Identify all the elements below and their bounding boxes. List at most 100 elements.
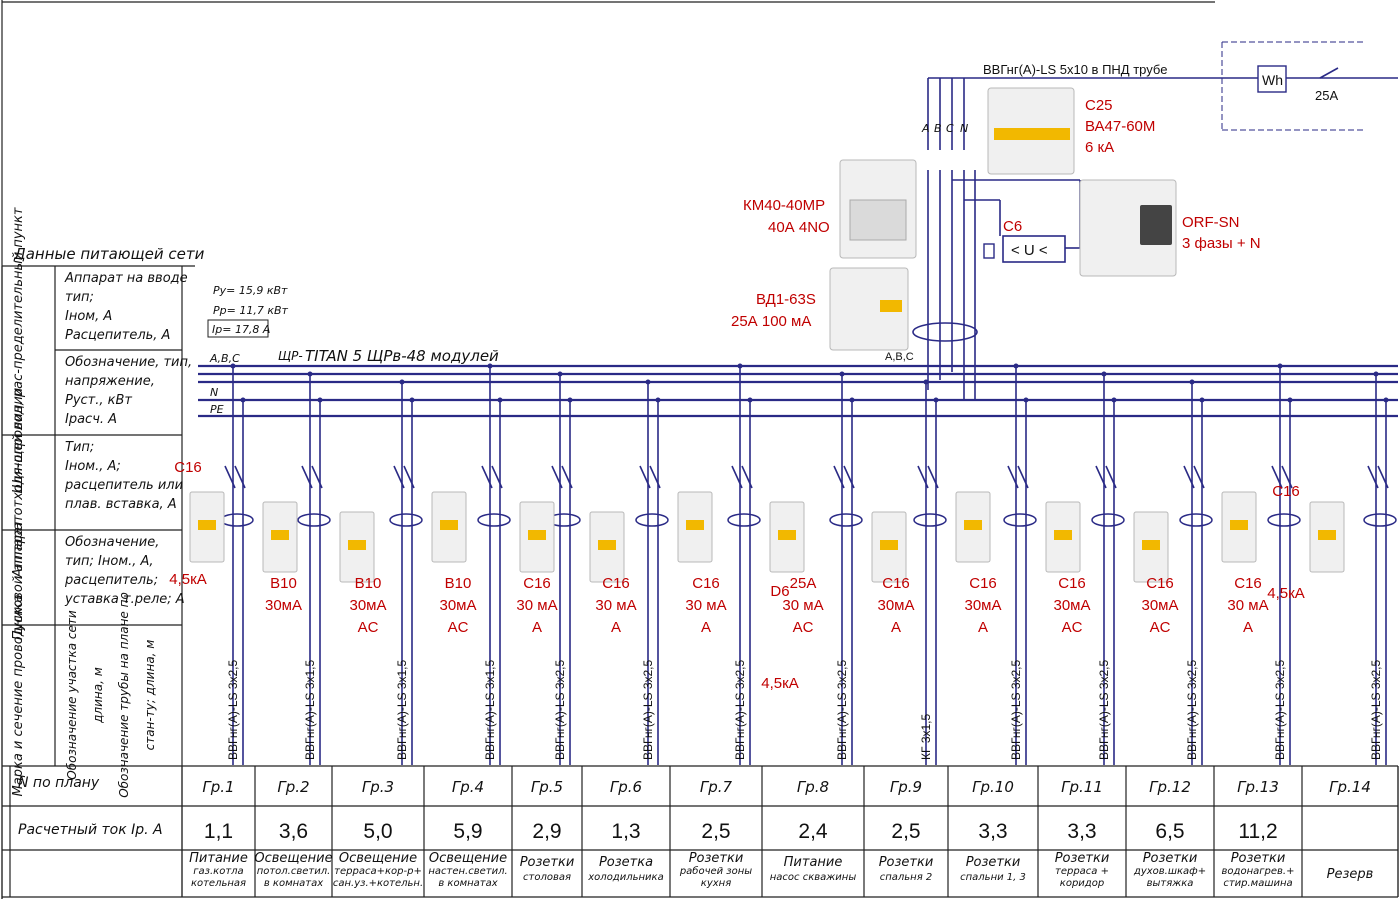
group-4-label-1: 30мА	[439, 597, 476, 614]
table-group-1: Гр.1	[202, 778, 234, 796]
table-current-6: 1,3	[611, 820, 640, 843]
group-3-label-0: B10	[355, 575, 382, 592]
bus-label-abc: А,В,С	[209, 352, 240, 365]
table-name-1-1: газ.котла	[193, 866, 243, 877]
phase-label-1: B	[934, 122, 942, 135]
left-vertical-4: Марка и сечение проводника	[11, 594, 26, 796]
phase-label-3: N	[960, 122, 968, 135]
rcd-l2: 25А 100 мА	[731, 313, 811, 330]
group-10-label-0: C16	[969, 575, 997, 592]
left-section-2-line-1: Iном., А;	[65, 459, 121, 474]
group-4-cable: ВВГнг(A)-LS 3х1,5	[483, 659, 497, 760]
table-group-7: Гр.7	[700, 778, 733, 796]
busbars: А,В,С N PE	[198, 352, 1398, 418]
main-breaker-l3: 6 кА	[1085, 139, 1114, 156]
phase-label-2: C	[946, 122, 954, 135]
table-name-12-1: духов.шкаф+	[1133, 866, 1206, 877]
main-breaker-l2: ВА47-60М	[1085, 118, 1155, 135]
table-current-11: 3,3	[1067, 820, 1096, 843]
table-name-13-2: стир.машина	[1223, 878, 1292, 889]
left-section-3-line-2: расцепитель;	[64, 573, 158, 588]
group-8-label-2: AC	[793, 619, 814, 636]
table-current-1: 1,1	[204, 820, 233, 843]
table-name-11-2: коридор	[1060, 878, 1104, 889]
group-10-cable: ВВГнг(A)-LS 3х2,5	[1009, 659, 1023, 760]
group-11-label-1: 30мА	[1053, 597, 1090, 614]
group-5-label-2: A	[532, 619, 542, 636]
table-name-4-0: Освещение	[429, 851, 507, 866]
table-name-1-2: котельная	[191, 878, 246, 889]
table-name-7-0: Розетки	[689, 851, 744, 866]
left-section-1-line-3: Iрасч. А	[65, 412, 117, 427]
bus-label-pe: PE	[210, 403, 224, 416]
group-6-cable: ВВГнг(A)-LS 3х2,5	[641, 659, 655, 760]
table-name-11-1: терраса +	[1055, 866, 1109, 877]
table-group-13: Гр.13	[1237, 778, 1279, 796]
group-9-cable: КГ 3х1,5	[919, 713, 933, 760]
table-row1-label: N по плану	[18, 775, 100, 791]
table-name-11-0: Розетки	[1055, 851, 1110, 866]
left-section-0-line-2: Iном, А	[65, 309, 112, 324]
table-name-9-0: Розетки	[879, 855, 934, 870]
left-section-2-line-0: Тип;	[65, 440, 94, 455]
table-name-8-0: Питание	[784, 855, 843, 870]
group-10-label-1: 30мА	[964, 597, 1001, 614]
input-section: ВВГнг(A)-LS 5х10 в ПНД трубе Wh 25А	[928, 41, 1398, 131]
table-current-4: 5,9	[453, 820, 482, 843]
main-breaker-image	[987, 87, 1075, 175]
group-8-cable: ВВГнг(A)-LS 3х2,5	[835, 659, 849, 760]
table-name-2-1: потол.светил.	[257, 866, 331, 877]
group-9-label-0: C16	[882, 575, 910, 592]
group-7-label-1: 30 мА	[685, 597, 726, 614]
group-4-label-2: AC	[448, 619, 469, 636]
table-name-12-0: Розетки	[1143, 851, 1198, 866]
table-name-5-1: столовая	[523, 872, 571, 883]
table-group-9: Гр.9	[890, 778, 922, 796]
table-name-2-0: Освещение	[254, 851, 332, 866]
table-group-10: Гр.10	[972, 778, 1014, 796]
table-group-12: Гр.12	[1149, 778, 1191, 796]
table-group-2: Гр.2	[277, 778, 309, 796]
group-3-cable: ВВГнг(A)-LS 3х1,5	[395, 659, 409, 760]
table-name-5-0: Розетки	[520, 855, 575, 870]
power-pp: Рр= 11,7 кВт	[213, 304, 289, 317]
table-current-2: 3,6	[279, 820, 308, 843]
table-name-6-1: холодильника	[587, 872, 663, 883]
table-name-10-1: спальни 1, 3	[960, 872, 1026, 883]
group-13-label-2: A	[1243, 619, 1253, 636]
contactor-l1: КМ40-40МР	[743, 197, 825, 214]
group-8-label-0: 25А	[790, 575, 817, 592]
relay-l1: ORF-SN	[1182, 214, 1240, 231]
left-vline-0: Обозначение участка сети	[65, 610, 79, 780]
group-8-extra-0: D6	[770, 583, 789, 600]
power-py: Ру= 15,9 кВт	[213, 284, 288, 297]
table-name-9-1: спальня 2	[880, 872, 933, 883]
table-current-5: 2,9	[532, 820, 561, 843]
table-current-9: 2,5	[891, 820, 920, 843]
left-section-3-line-0: Обозначение,	[65, 535, 159, 550]
contactor-image	[839, 159, 917, 259]
relay-l2: 3 фазы + N	[1182, 235, 1261, 252]
table-name-3-2: сан.уз.+котельн.	[333, 878, 423, 889]
table-name-10-0: Розетки	[966, 855, 1021, 870]
group-7-cable: ВВГнг(A)-LS 3х2,5	[733, 659, 747, 760]
relay-image	[1079, 179, 1177, 277]
rcd-l1: ВД1-63S	[756, 291, 816, 308]
table-current-12: 6,5	[1155, 820, 1184, 843]
left-section-1-line-0: Обозначение, тип,	[65, 355, 192, 370]
group-9-label-1: 30мА	[877, 597, 914, 614]
group-12-label-1: 30мА	[1141, 597, 1178, 614]
left-vertical-2: Аппарат отходя-щей линии	[11, 388, 26, 578]
left-section-2-line-2: расцепитель или	[64, 478, 183, 493]
contactor-l2: 40А 4NO	[768, 219, 830, 236]
input-cable: ВВГнг(A)-LS 5х10 в ПНД трубе	[983, 62, 1167, 77]
left-section-0-line-3: Расцепитель, А	[65, 328, 170, 343]
group-2-cable: ВВГнг(A)-LS 3х1,5	[303, 659, 317, 760]
